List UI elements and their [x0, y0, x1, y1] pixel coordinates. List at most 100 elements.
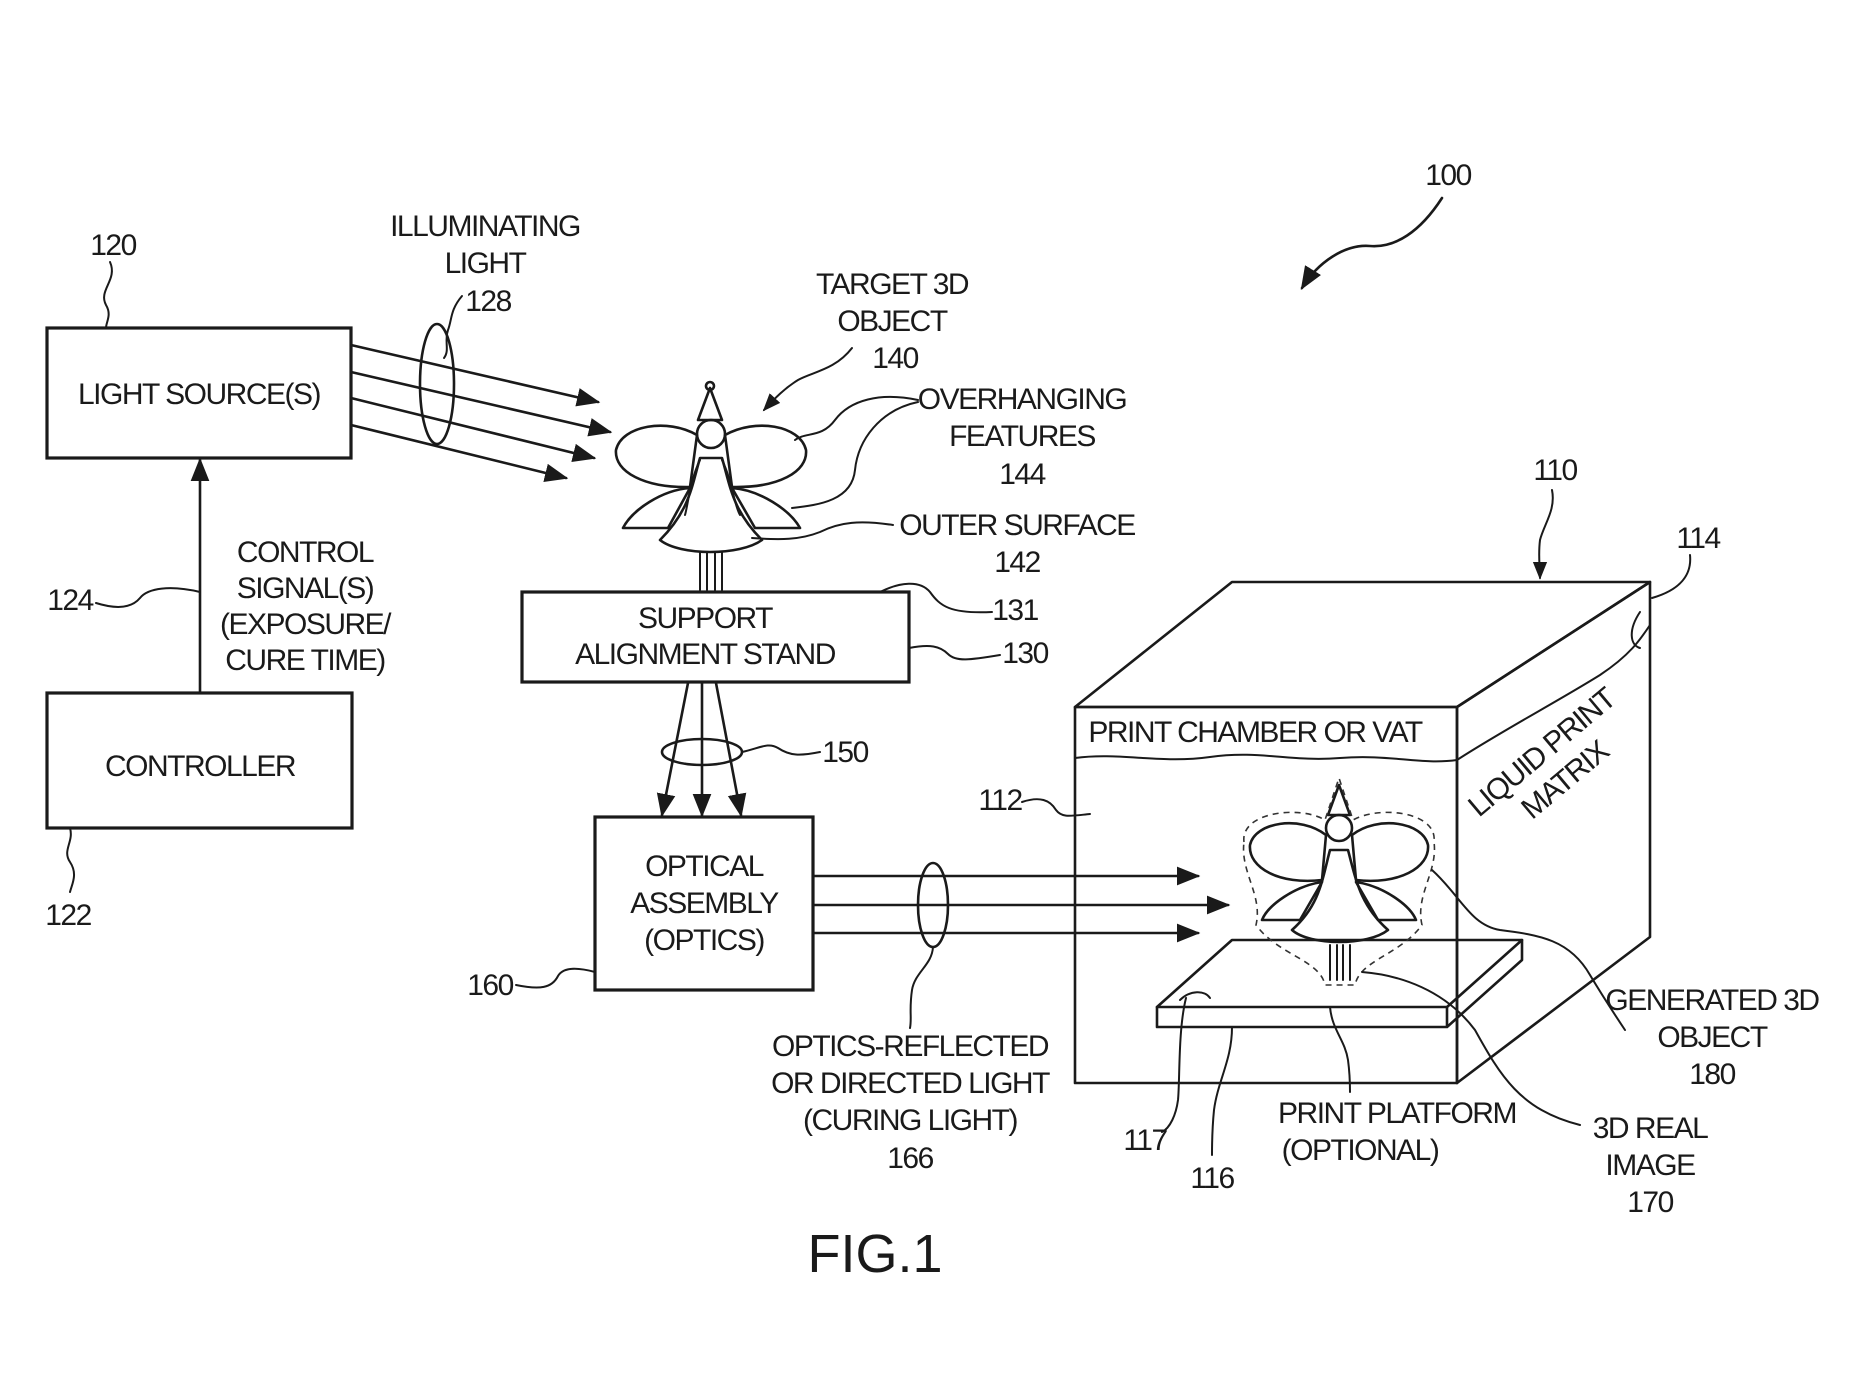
- reflected-ray-3: [714, 681, 747, 818]
- optics-box: [593, 815, 815, 992]
- leader-platform: [1329, 1006, 1351, 1093]
- curing-light: OPTICS-REFLECTED OR DIRECTED LIGHT (CURI…: [771, 861, 1231, 1175]
- illuminating-ray-3: [349, 396, 597, 463]
- real-image-label-line2: IMAGE: [1605, 1149, 1695, 1182]
- target-label-line2: OBJECT: [837, 305, 948, 338]
- ref-144: 144: [999, 458, 1045, 491]
- optics-label-line1: OPTICAL: [645, 850, 764, 883]
- control-label-line2: SIGNAL(S): [237, 572, 374, 605]
- real-image-label-line1: 3D REAL: [1593, 1112, 1708, 1145]
- leader-arrow-140: [762, 347, 853, 412]
- fairy-legs: [699, 551, 723, 591]
- ref-170: 170: [1627, 1186, 1673, 1219]
- curing-label-line1: OPTICS-REFLECTED: [772, 1030, 1049, 1063]
- control-label-line4: CURE TIME): [225, 644, 385, 677]
- target-label-line1: TARGET 3D: [816, 268, 969, 301]
- vat-top-face: [1073, 580, 1652, 709]
- control-label-line3: (EXPOSURE/: [220, 608, 392, 641]
- fairy-dress: [658, 456, 764, 554]
- reflected-ray-1: [656, 681, 690, 818]
- generated-dress: [1290, 848, 1390, 944]
- chamber-label: PRINT CHAMBER OR VAT: [1088, 716, 1423, 749]
- liquid-surface-front: [1074, 753, 1458, 763]
- generated-wing-lower-left: [1260, 880, 1324, 922]
- illuminating-ray-2: [349, 370, 613, 437]
- illuminating-lens-ellipse: [418, 322, 456, 446]
- liquid-meniscus: [1630, 611, 1641, 649]
- fairy-head: [695, 418, 727, 450]
- vat-front-face: [1073, 705, 1459, 1085]
- support-alignment-stand: SUPPORT ALIGNMENT STAND 131 130: [520, 582, 1050, 684]
- optics-label-line2: ASSEMBLY: [630, 887, 779, 920]
- light-source-block: LIGHT SOURCE(S) 120: [45, 229, 353, 460]
- generated-legs: [1329, 944, 1351, 981]
- fairy-arms: [684, 459, 741, 516]
- fairy-wing-upper-left: [614, 424, 699, 489]
- reflected-light-150: 150: [656, 681, 870, 818]
- ref-128: 128: [465, 285, 511, 318]
- figure-caption: FIG.1: [807, 1224, 942, 1284]
- generated-fairy: [1242, 775, 1436, 986]
- ref-142: 142: [994, 546, 1040, 579]
- ref-112: 112: [978, 784, 1022, 817]
- illuminating-label-line2: LIGHT: [445, 247, 527, 280]
- fairy-figure: [614, 380, 808, 591]
- leader-128: [443, 295, 463, 359]
- generated-wing-upper-left: [1248, 822, 1328, 883]
- ref-124: 124: [47, 584, 93, 617]
- generated-wing-upper-right: [1350, 822, 1430, 883]
- ref-150: 150: [822, 736, 868, 769]
- print-vat: PRINT CHAMBER OR VAT LIQUID PRINT MATRIX…: [978, 454, 1821, 1219]
- leader-170: [1361, 971, 1581, 1126]
- controller-box: [45, 691, 354, 830]
- overhanging-label-line1: OVERHANGING: [918, 383, 1127, 416]
- leader-117: [1161, 991, 1211, 1133]
- fairy-wing-lower-right: [730, 486, 802, 530]
- generated-label-line2: OBJECT: [1657, 1021, 1768, 1054]
- leader-arrow-100: [1300, 196, 1444, 290]
- leader-114: [1651, 554, 1692, 599]
- fairy-wing-upper-right: [723, 424, 808, 489]
- target-3d-object: TARGET 3D OBJECT 140 OVERHANGING FEATURE…: [614, 268, 1137, 591]
- leader-120: [103, 261, 113, 329]
- outer-surface-label: OUTER SURFACE: [899, 509, 1135, 542]
- overhanging-label-line2: FEATURES: [949, 420, 1095, 453]
- ref-117: 117: [1123, 1124, 1167, 1157]
- leader-180: [1431, 869, 1626, 1031]
- controller-block: CONTROLLER 122: [45, 691, 354, 932]
- fairy-hat-pom: [704, 380, 716, 392]
- leader-131: [879, 582, 993, 614]
- ref-110: 110: [1533, 454, 1577, 487]
- system-reference: 100: [1300, 159, 1473, 290]
- platform-label-line1: PRINT PLATFORM: [1278, 1097, 1516, 1130]
- leader-150: [741, 744, 821, 756]
- stand-label-line1: SUPPORT: [638, 602, 773, 635]
- liquid-surface-side: [1456, 624, 1651, 761]
- generated-label-line1: GENERATED 3D: [1605, 984, 1819, 1017]
- control-signal: CONTROL SIGNAL(S) (EXPOSURE/ CURE TIME) …: [47, 457, 394, 695]
- illuminating-ray-4: [349, 423, 569, 483]
- light-source-box: [45, 326, 353, 460]
- platform-edge: [1155, 938, 1524, 1029]
- real-image-outline: [1242, 775, 1436, 986]
- ref-120: 120: [90, 229, 136, 262]
- fairy-hat: [696, 386, 724, 422]
- leader-arrow-110: [1532, 489, 1554, 580]
- curing-label-line3: (CURING LIGHT): [803, 1104, 1018, 1137]
- leader-142: [751, 521, 894, 541]
- controller-label: CONTROLLER: [105, 750, 296, 783]
- leader-160: [515, 967, 596, 989]
- ref-116: 116: [1190, 1162, 1234, 1195]
- ref-131: 131: [992, 594, 1038, 627]
- ref-114: 114: [1676, 522, 1720, 555]
- generated-wing-lower-right: [1354, 880, 1418, 922]
- fairy-wing-lower-left: [621, 486, 692, 530]
- leader-116: [1211, 1026, 1233, 1156]
- ref-160: 160: [467, 969, 513, 1002]
- optics-label-line3: (OPTICS): [644, 924, 764, 957]
- illuminating-label-line1: ILLUMINATING: [390, 210, 580, 243]
- ref-166: 166: [887, 1142, 933, 1175]
- leader-122: [66, 827, 76, 893]
- leader-144-a: [794, 396, 919, 441]
- stand-label-line2: ALIGNMENT STAND: [575, 638, 836, 671]
